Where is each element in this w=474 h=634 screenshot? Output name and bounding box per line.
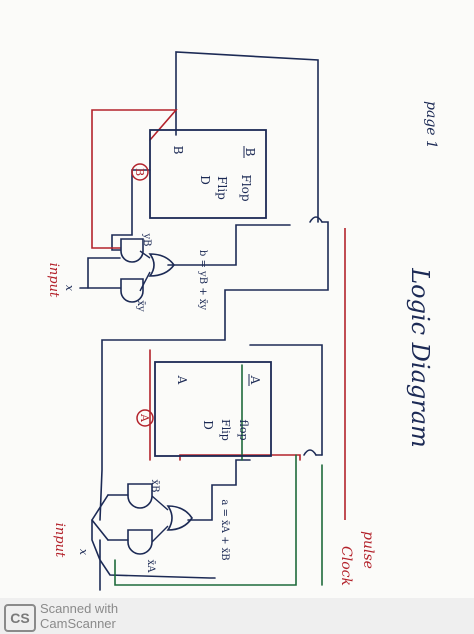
wire-bot-x [91, 519, 216, 579]
top-and-lower-label: x̄y [135, 300, 146, 312]
bottom-and-lower-label: x̄A [145, 560, 156, 574]
ffa-qbar-label: A [248, 375, 262, 385]
wire-ffa-input [187, 459, 251, 521]
ffb-circle-label: B [133, 168, 146, 176]
ffb-flip-label: Flip [215, 176, 229, 200]
ffb-d-label: D [198, 175, 212, 185]
wire-x-top2 [87, 257, 121, 289]
wire-b-to-gate [99, 221, 329, 521]
ffb-qbar-label: B [243, 148, 257, 157]
bottom-and-gate-lower [127, 529, 153, 555]
logic-diagram: B B B D Flip Flop A A A D [46, 51, 439, 591]
bottom-and-upper-label: x̄B [149, 480, 160, 493]
top-and-upper-label: yB [141, 233, 152, 247]
wire-or-to-ffb [167, 224, 291, 266]
ffa-circle [136, 409, 154, 427]
ffa-flip-label: Flip [219, 419, 232, 441]
input-bottom-label: input [52, 523, 67, 558]
camscanner-logo-icon: CS [4, 604, 36, 632]
scanner-caption-line2: CamScanner [40, 616, 116, 631]
wire-red-bottom [179, 454, 301, 461]
flipflop-b-box [149, 129, 267, 219]
wire-bump-bot [303, 449, 317, 456]
scanner-caption-line1: Scanned with [40, 601, 119, 616]
wire-green-bottom [114, 454, 297, 586]
input-bottom-var: x [77, 549, 90, 556]
ffa-circle-label: A [138, 413, 151, 423]
wire-a-loop [249, 344, 323, 456]
ffb-q-label: B [171, 146, 185, 155]
ffb-flop-label: Flop [239, 174, 253, 201]
wire-bot-cross [91, 494, 109, 541]
wire-red-top [91, 109, 178, 249]
top-and-gate-upper [120, 238, 144, 263]
pulse-label: pulse [360, 531, 376, 569]
bottom-or-gate [166, 505, 193, 531]
ffa-q-label: A [175, 375, 189, 385]
bottom-or-label: a = x̄A + x̄B [219, 499, 230, 560]
input-top-label: input [46, 263, 61, 298]
scanner-caption: Scanned with CamScanner [40, 601, 118, 631]
flipflop-a-box [154, 361, 272, 457]
page-label: page 1 [423, 101, 439, 149]
top-or-gate [148, 253, 175, 277]
ffb-circle [131, 163, 149, 181]
input-top-var: x [63, 285, 76, 292]
clock-label: Clock [338, 546, 354, 586]
scanner-footer: CS Scanned with CamScanner [0, 598, 474, 634]
bottom-and-gate-upper [127, 483, 153, 509]
diagram-title: Logic Diagram [406, 267, 434, 448]
ffa-d-label: D [201, 420, 215, 430]
top-and-gate-lower [120, 278, 144, 303]
ffa-flop-label: flop [237, 419, 250, 440]
top-or-label: b = yB + x̄y [197, 250, 208, 311]
wire-bump-top [309, 216, 323, 223]
wire-ff-b-q-to-and [111, 169, 151, 251]
